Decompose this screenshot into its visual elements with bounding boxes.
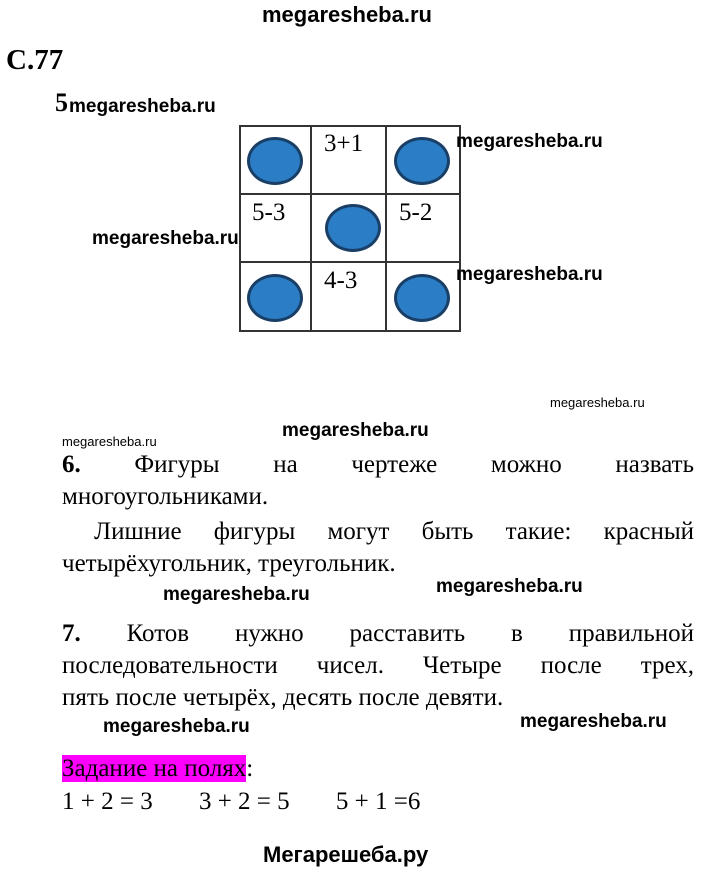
task6-line: Лишние фигуры могут быть такие: красный — [94, 518, 695, 545]
grid-cell — [386, 125, 461, 194]
grid-cell — [239, 125, 311, 194]
watermark: megaresheba.ru — [92, 228, 239, 249]
task6-text: 6. Фигуры на чертеже можно назвать много… — [62, 449, 694, 513]
margin-task-label: Задание на полях — [62, 755, 247, 782]
blue-circle — [394, 137, 450, 185]
task6-text-2: Лишние фигуры могут быть такие: красный … — [62, 516, 694, 580]
watermark-bottom: Мегарешеба.ру — [263, 842, 429, 867]
margin-task-heading: Задание на полях: — [62, 755, 253, 783]
task7-line: Котов нужно расставить в правильной — [80, 620, 694, 647]
task7-number: 7. — [62, 620, 81, 647]
grid-cell: 4-3 — [311, 262, 386, 332]
watermark: megaresheba.ru — [163, 584, 310, 605]
grid-cell — [311, 194, 386, 262]
watermark: megaresheba.ru — [436, 576, 583, 597]
grid-cell: 3+1 — [311, 125, 386, 194]
task6-line: четырёхугольник, треугольник. — [62, 550, 396, 577]
grid-cell: 5-2 — [386, 194, 461, 262]
page-label: С.77 — [6, 44, 64, 76]
task6-number: 6. — [62, 451, 81, 478]
task5-number: 5 — [55, 88, 68, 117]
task7-line: пять после четырёх, десять после девяти. — [62, 684, 504, 711]
equation: 5 + 1 =6 — [335, 788, 421, 815]
grid-cell: 5-3 — [239, 194, 311, 262]
task7-text: 7. Котов нужно расставить в правильной п… — [62, 618, 694, 714]
watermark: megaresheba.ru — [103, 716, 250, 737]
equation: 1 + 2 = 3 — [62, 788, 153, 815]
task7-line: последовательности чисел. Четыре после т… — [62, 652, 694, 679]
colon: : — [246, 755, 254, 782]
grid-cell — [386, 262, 461, 332]
grid-cell — [239, 262, 311, 332]
watermark: megaresheba.ru — [282, 420, 429, 441]
watermark: megaresheba.ru — [550, 395, 645, 410]
task6-line: многоугольниками. — [62, 483, 269, 510]
blue-circle — [394, 274, 450, 322]
blue-circle — [325, 204, 381, 252]
blue-circle — [247, 274, 303, 322]
watermark: megaresheba.ru — [262, 2, 432, 27]
equations: 1 + 2 = 3 3 + 2 = 5 5 + 1 =6 — [62, 788, 420, 816]
watermark: megaresheba.ru — [69, 96, 216, 117]
watermark: megaresheba.ru — [520, 711, 667, 732]
equation: 3 + 2 = 5 — [198, 788, 290, 815]
task6-line: Фигуры на чертеже можно назвать — [80, 451, 694, 478]
watermark: megaresheba.ru — [62, 434, 157, 449]
blue-circle — [247, 137, 303, 185]
watermark: megaresheba.ru — [456, 264, 603, 285]
watermark: megaresheba.ru — [456, 131, 603, 152]
